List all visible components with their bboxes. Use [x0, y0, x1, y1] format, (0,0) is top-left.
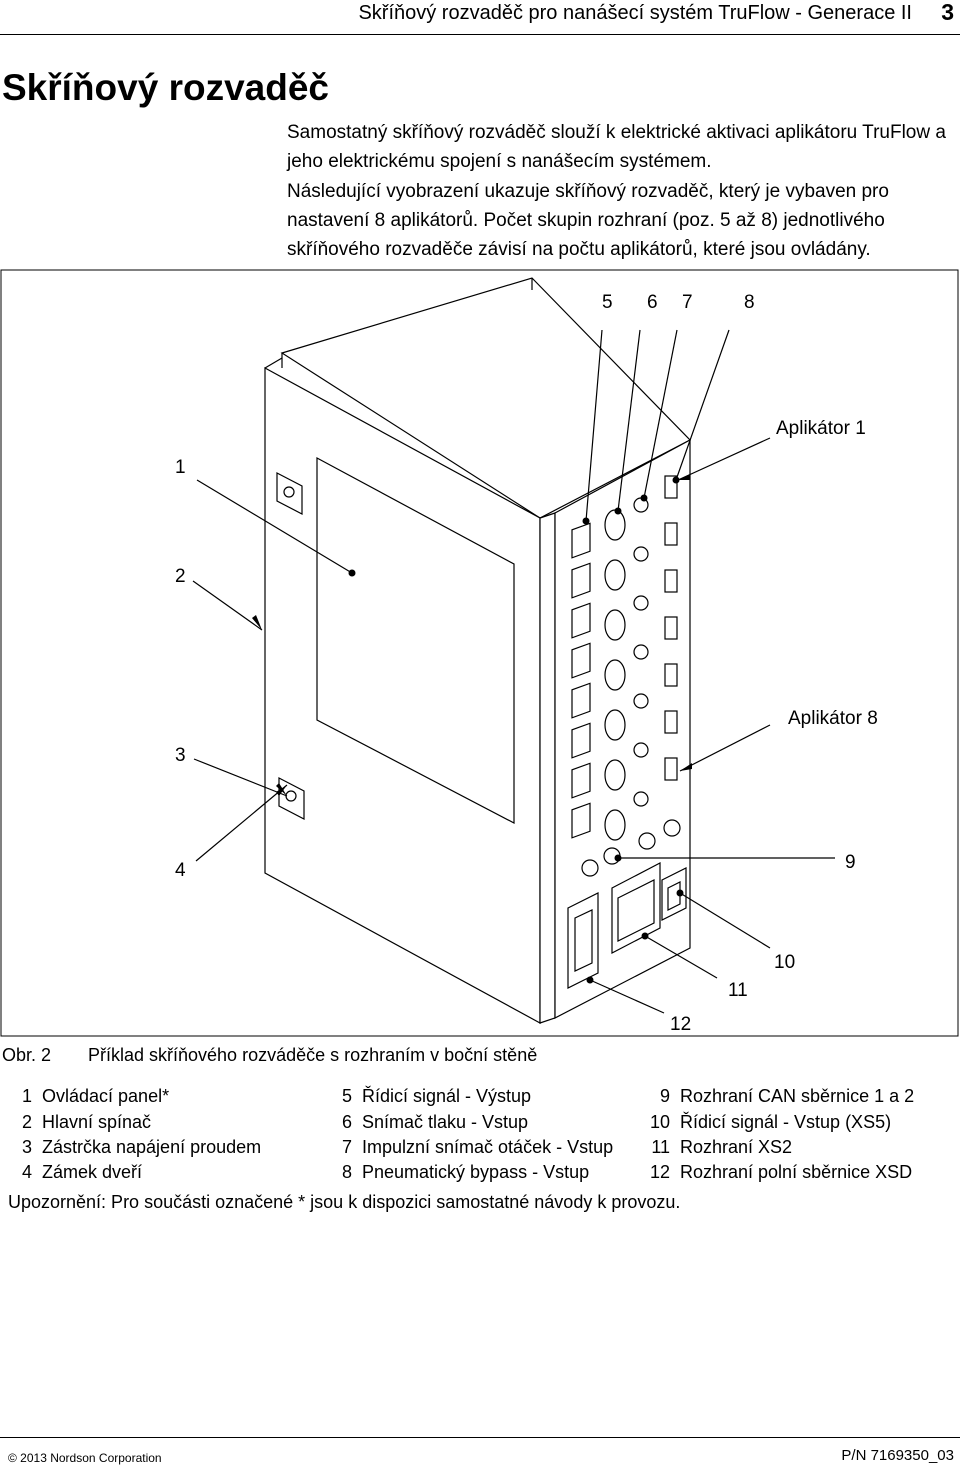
callout-11: 11 — [728, 980, 748, 1001]
control-panel — [316, 456, 515, 824]
label-applicator-1: Aplikátor 1 — [776, 418, 866, 439]
footer-copyright: © 2013 Nordson Corporation — [8, 1451, 162, 1465]
callout-6: 6 — [647, 292, 658, 313]
signal-input-xs5 — [661, 867, 687, 921]
control-cabinet-figure: 1 2 3 4 5 6 7 8 9 10 11 12 Aplikátor 1 A… — [0, 269, 959, 1037]
operating-manual-note: Upozornění: Pro součásti označené * jsou… — [8, 1192, 681, 1212]
cabinet-side — [554, 438, 691, 1019]
figure-number: Obr. 2 — [2, 1045, 52, 1065]
xs2-interface — [611, 862, 661, 954]
connector-group — [567, 475, 687, 989]
door-lock — [278, 777, 305, 820]
callout-8: 8 — [744, 292, 755, 313]
callout-7: 7 — [682, 292, 693, 313]
section-title: Skříňový rozvaděč — [2, 67, 329, 108]
header-rule — [0, 34, 960, 35]
figure-caption: Obr. 2 Příklad skříňového rozváděče s roz… — [2, 1043, 537, 1067]
figure-frame — [0, 269, 959, 1037]
label-applicator-8: Aplikátor 8 — [788, 708, 878, 729]
figure-caption-text: Příklad skříňového rozváděče s rozhraním… — [88, 1045, 538, 1065]
callout-3: 3 — [175, 745, 186, 766]
footer-rule — [0, 1437, 960, 1438]
callout-2: 2 — [175, 566, 186, 587]
callout-5: 5 — [602, 292, 613, 313]
running-header-title: Skříňový rozvaděč pro nanášecí systém Tr… — [358, 2, 912, 24]
callout-9: 9 — [845, 852, 856, 873]
callout-12: 12 — [670, 1014, 691, 1035]
intro-paragraph: Samostatný skříňový rozváděč slouží k el… — [287, 122, 946, 172]
page-number: 3 — [941, 0, 954, 25]
callout-1: 1 — [175, 457, 186, 478]
description-paragraph: Následující vyobrazení ukazuje skříňový … — [287, 181, 889, 260]
fieldbus-interface — [567, 892, 599, 989]
callout-10: 10 — [774, 952, 795, 973]
main-switch — [276, 472, 303, 515]
callout-4: 4 — [175, 860, 186, 881]
footer-part-number: P/N 7169350_03 — [841, 1447, 954, 1464]
